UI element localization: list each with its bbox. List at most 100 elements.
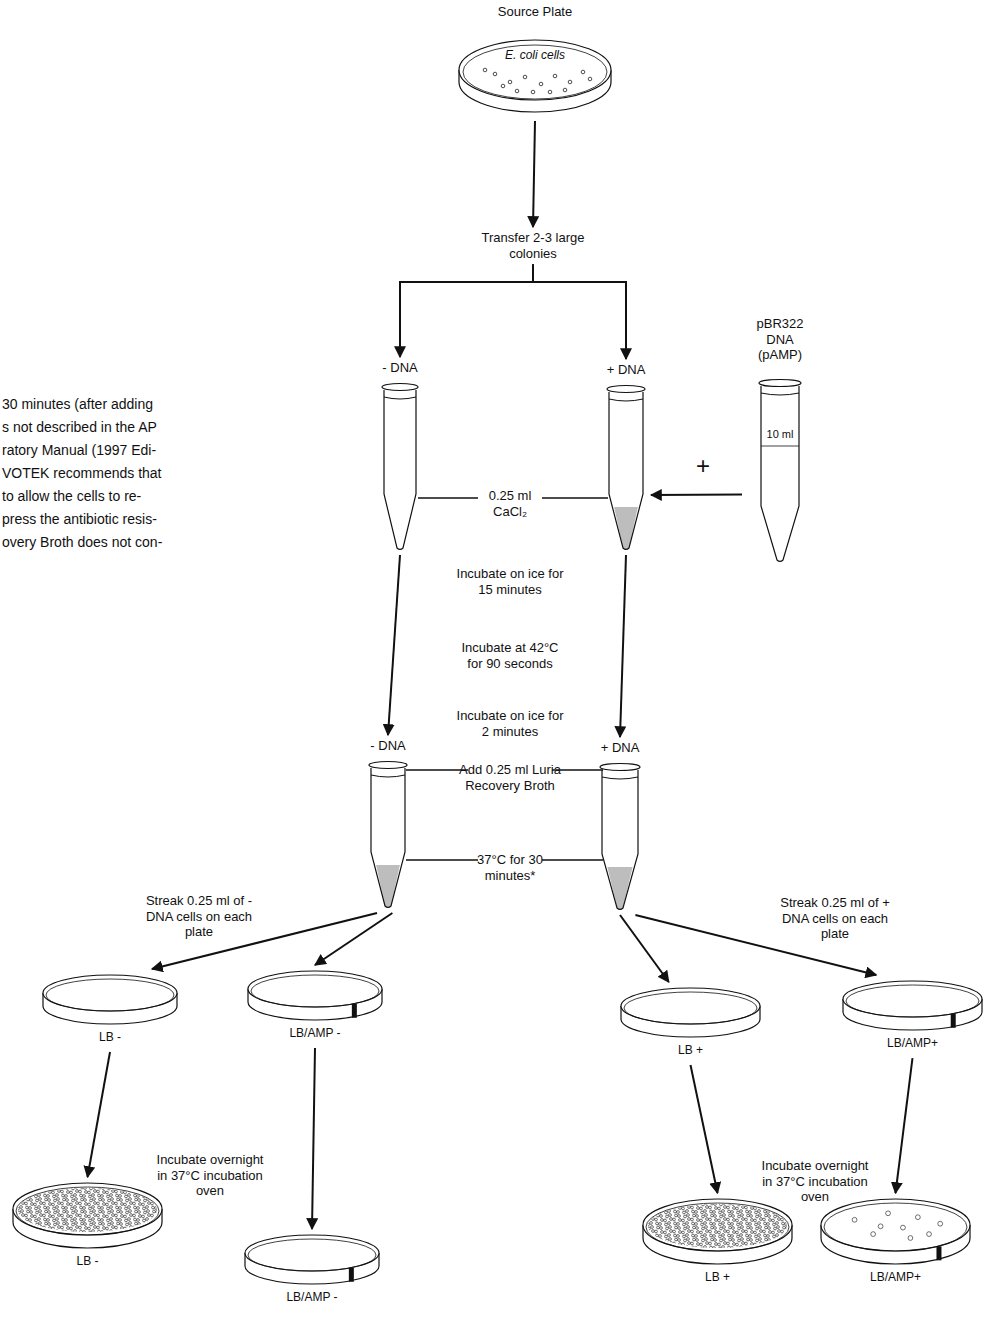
colony (704, 1234, 707, 1237)
colony (651, 1226, 654, 1229)
colony (134, 1230, 137, 1233)
side-note: ratory Manual (1997 Edi- (2, 442, 156, 459)
colony (129, 1186, 132, 1189)
colony (659, 1247, 662, 1250)
tube-rim (382, 384, 418, 391)
colony (674, 1246, 677, 1249)
colony (792, 1215, 795, 1218)
colony (65, 1183, 68, 1186)
tube-rim (607, 386, 645, 393)
flow-arrow (896, 1058, 913, 1193)
step-text: Incubate at 42°C for 90 seconds (455, 640, 565, 671)
plate-rim (16, 1187, 159, 1235)
colony (52, 1203, 55, 1206)
flow-arrow (312, 1048, 315, 1229)
colony (710, 1234, 713, 1237)
colony (43, 1226, 46, 1229)
colony (665, 1235, 668, 1238)
colony (66, 1211, 69, 1214)
colony (878, 1224, 883, 1229)
colony (26, 1194, 29, 1197)
leader-line (542, 497, 608, 498)
colony (20, 1182, 23, 1185)
petri-dish (455, 22, 615, 122)
colony (144, 1199, 147, 1202)
colony (687, 1226, 690, 1229)
colony (765, 1214, 768, 1217)
colony (130, 1214, 133, 1217)
colony (92, 1218, 95, 1221)
colony (656, 1210, 659, 1213)
colony (648, 1239, 651, 1242)
colony (133, 1226, 136, 1229)
colony (89, 1207, 92, 1210)
colony (673, 1206, 676, 1209)
colony (117, 1210, 120, 1213)
test-tube: - DNA (366, 738, 410, 910)
colonies (11, 1182, 165, 1234)
colony (117, 1186, 120, 1189)
colony (26, 1206, 29, 1209)
colony (764, 1210, 767, 1213)
colony (665, 1247, 668, 1250)
colony (760, 1218, 763, 1221)
colony (110, 1230, 113, 1233)
colony (750, 1203, 753, 1206)
colony (162, 1187, 165, 1190)
colony (147, 1186, 150, 1189)
colony (83, 1207, 86, 1210)
colony (18, 1211, 21, 1214)
colony (772, 1243, 775, 1246)
tube-body (384, 390, 416, 550)
colony (731, 1247, 734, 1250)
colony (11, 1219, 14, 1222)
colony (110, 1218, 113, 1221)
colony (666, 1239, 669, 1242)
colony (765, 1202, 768, 1205)
petri-plate (10, 1180, 165, 1251)
colony (781, 1230, 784, 1233)
colony (764, 1222, 767, 1225)
amp-stripe (352, 1004, 357, 1018)
colony (107, 1207, 110, 1210)
colony (750, 1215, 753, 1218)
colony (93, 1186, 96, 1189)
colony (641, 1211, 644, 1214)
colony (101, 1219, 104, 1222)
colony (728, 1234, 731, 1237)
plate-rim (251, 975, 379, 1007)
colony (56, 1182, 59, 1185)
colony (151, 1226, 154, 1229)
colony (706, 1242, 709, 1245)
colony (785, 1199, 788, 1202)
colony (713, 1199, 716, 1202)
colony (137, 1231, 140, 1234)
colony (102, 1211, 105, 1214)
colony (783, 1214, 786, 1217)
colony (746, 1198, 749, 1201)
colony (684, 1239, 687, 1242)
step-text: 37°C for 30 minutes* (470, 852, 550, 883)
colony (156, 1199, 159, 1202)
colony (722, 1210, 725, 1213)
colony (727, 1206, 730, 1209)
colony (21, 1186, 24, 1189)
colony (729, 1226, 732, 1229)
colony (71, 1195, 74, 1198)
colony (34, 1203, 37, 1206)
colony (693, 1202, 696, 1205)
plate-rim (846, 985, 979, 1017)
colony (774, 1227, 777, 1230)
step-text: Add 0.25 ml Luria Recovery Broth (455, 762, 565, 793)
colony (687, 1202, 690, 1205)
petri-plate (245, 968, 385, 1023)
colony (659, 1211, 662, 1214)
colony (147, 1198, 150, 1201)
colony (688, 1206, 691, 1209)
colony (74, 1182, 77, 1185)
colony (12, 1199, 15, 1202)
colony (71, 1219, 74, 1222)
colony (747, 1202, 750, 1205)
colony (116, 1218, 119, 1221)
colony (764, 1246, 767, 1249)
